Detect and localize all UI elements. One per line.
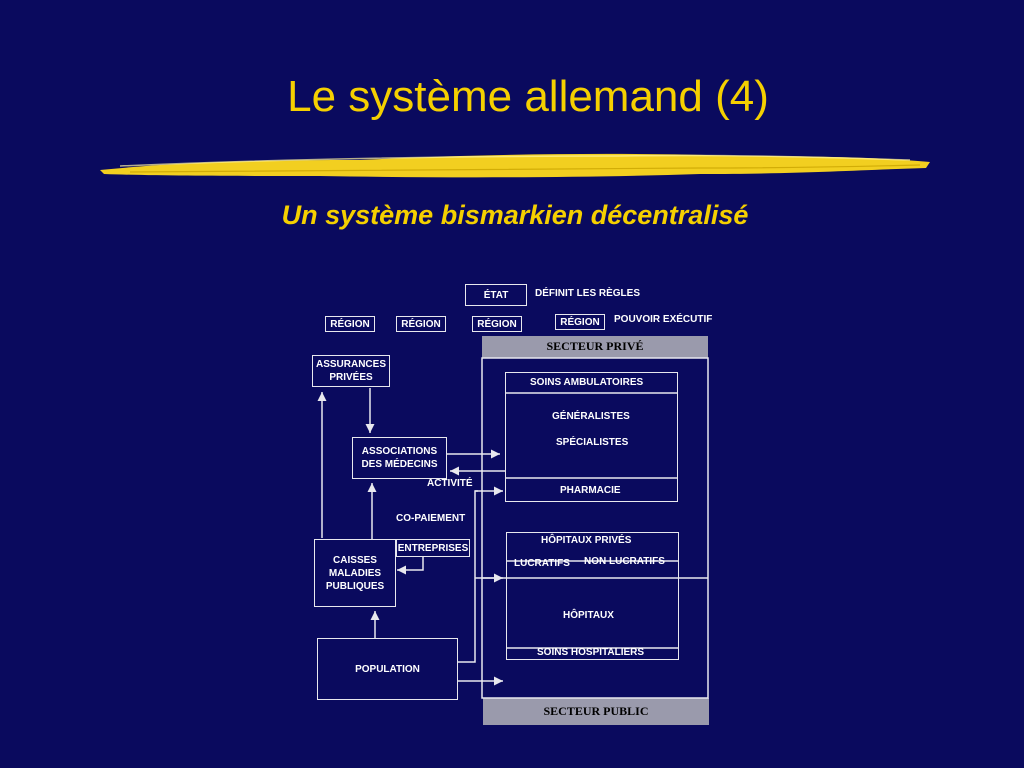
etat-label: ÉTAT [483, 289, 509, 301]
pharmacie-label: PHARMACIE [560, 485, 621, 496]
region-box-2: RÉGION [396, 316, 446, 332]
population-label: POPULATION [355, 663, 420, 675]
associations-label-1: ASSOCIATIONS [361, 446, 438, 457]
slide-subtitle: Un système bismarkien décentralisé [281, 200, 749, 230]
associations-label-2: DES MÉDECINS [361, 459, 438, 470]
region-label-2: RÉGION [401, 318, 441, 330]
co-paiement-label: CO-PAIEMENT [396, 513, 466, 524]
entreprises-box: ENTREPRISES [396, 539, 470, 557]
lucratifs-label: LUCRATIFS [514, 558, 570, 569]
region-box-3: RÉGION [472, 316, 522, 332]
hopitaux-prives-box [506, 532, 679, 660]
hopitaux-prives-label: HÔPITAUX PRIVÉS [541, 535, 632, 546]
region-label-3: RÉGION [477, 318, 517, 330]
caisses-label-2: MALADIES [328, 567, 382, 579]
assurances-label-1: ASSURANCES [315, 359, 386, 370]
caisses-label-3: PUBLIQUES [325, 580, 385, 592]
diagram-connectors [317, 357, 709, 699]
caisses-maladies-box: CAISSES MALADIES PUBLIQUES [314, 539, 396, 607]
pouvoir-executif-label: POUVOIR EXÉCUTIF [614, 314, 713, 325]
entreprises-label: ENTREPRISES [397, 542, 469, 554]
organization-diagram: SECTEUR PRIVÉ SECTEUR PUBLIC [300, 278, 730, 738]
secteur-prive-band: SECTEUR PRIVÉ [482, 336, 708, 358]
slide-title: Le système allemand (4) [287, 72, 769, 121]
secteur-prive-label: SECTEUR PRIVÉ [546, 339, 644, 353]
region-box-4: RÉGION [555, 314, 605, 330]
definit-regles-label: DÉFINIT LES RÈGLES [535, 288, 641, 299]
specialistes-label: SPÉCIALISTES [556, 437, 629, 448]
assurances-label-2: PRIVÉES [329, 372, 373, 383]
secteur-public-band: SECTEUR PUBLIC [483, 698, 709, 725]
generalistes-label: GÉNÉRALISTES [552, 411, 630, 422]
title-underline-brush [100, 153, 930, 178]
soins-hospitaliers-label: SOINS HOSPITALIERS [537, 647, 645, 658]
region-label-4: RÉGION [560, 316, 600, 328]
etat-box: ÉTAT [465, 284, 527, 306]
activite-label: ACTIVITÉ [427, 478, 473, 489]
soins-ambulatoires-label: SOINS AMBULATOIRES [530, 377, 644, 388]
assurances-privees-box: ASSURANCES PRIVÉES [312, 355, 390, 387]
non-lucratifs-label: NON LUCRATIFS [584, 556, 665, 567]
region-label-1: RÉGION [330, 318, 370, 330]
population-box: POPULATION [317, 638, 458, 700]
secteur-public-label: SECTEUR PUBLIC [543, 704, 649, 718]
caisses-label-1: CAISSES [333, 554, 377, 566]
associations-medecins-box: ASSOCIATIONS DES MÉDECINS [352, 437, 447, 479]
region-box-1: RÉGION [325, 316, 375, 332]
hopitaux-label: HÔPITAUX [563, 610, 614, 621]
soins-ambulatoires-box [505, 372, 678, 502]
